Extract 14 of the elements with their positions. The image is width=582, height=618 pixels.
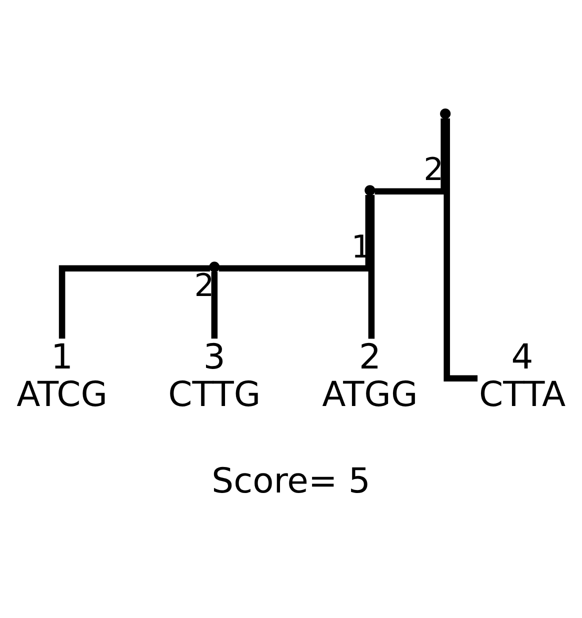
node-text: 3 CTTG — [168, 337, 261, 415]
edge-label: 2 — [424, 152, 444, 188]
connector — [58, 265, 210, 339]
node-text: 2 ATGG — [322, 337, 418, 415]
connector — [211, 272, 218, 339]
connector — [444, 118, 478, 382]
node-text: 4 CTTA — [478, 337, 566, 415]
connector — [368, 195, 375, 339]
node-point — [440, 108, 451, 120]
caption: Score= 5 — [212, 461, 370, 502]
edge-label: 2 — [194, 268, 214, 304]
node-text: 1 ATCG — [16, 337, 108, 415]
node-point — [209, 262, 220, 272]
node-point — [364, 185, 376, 196]
